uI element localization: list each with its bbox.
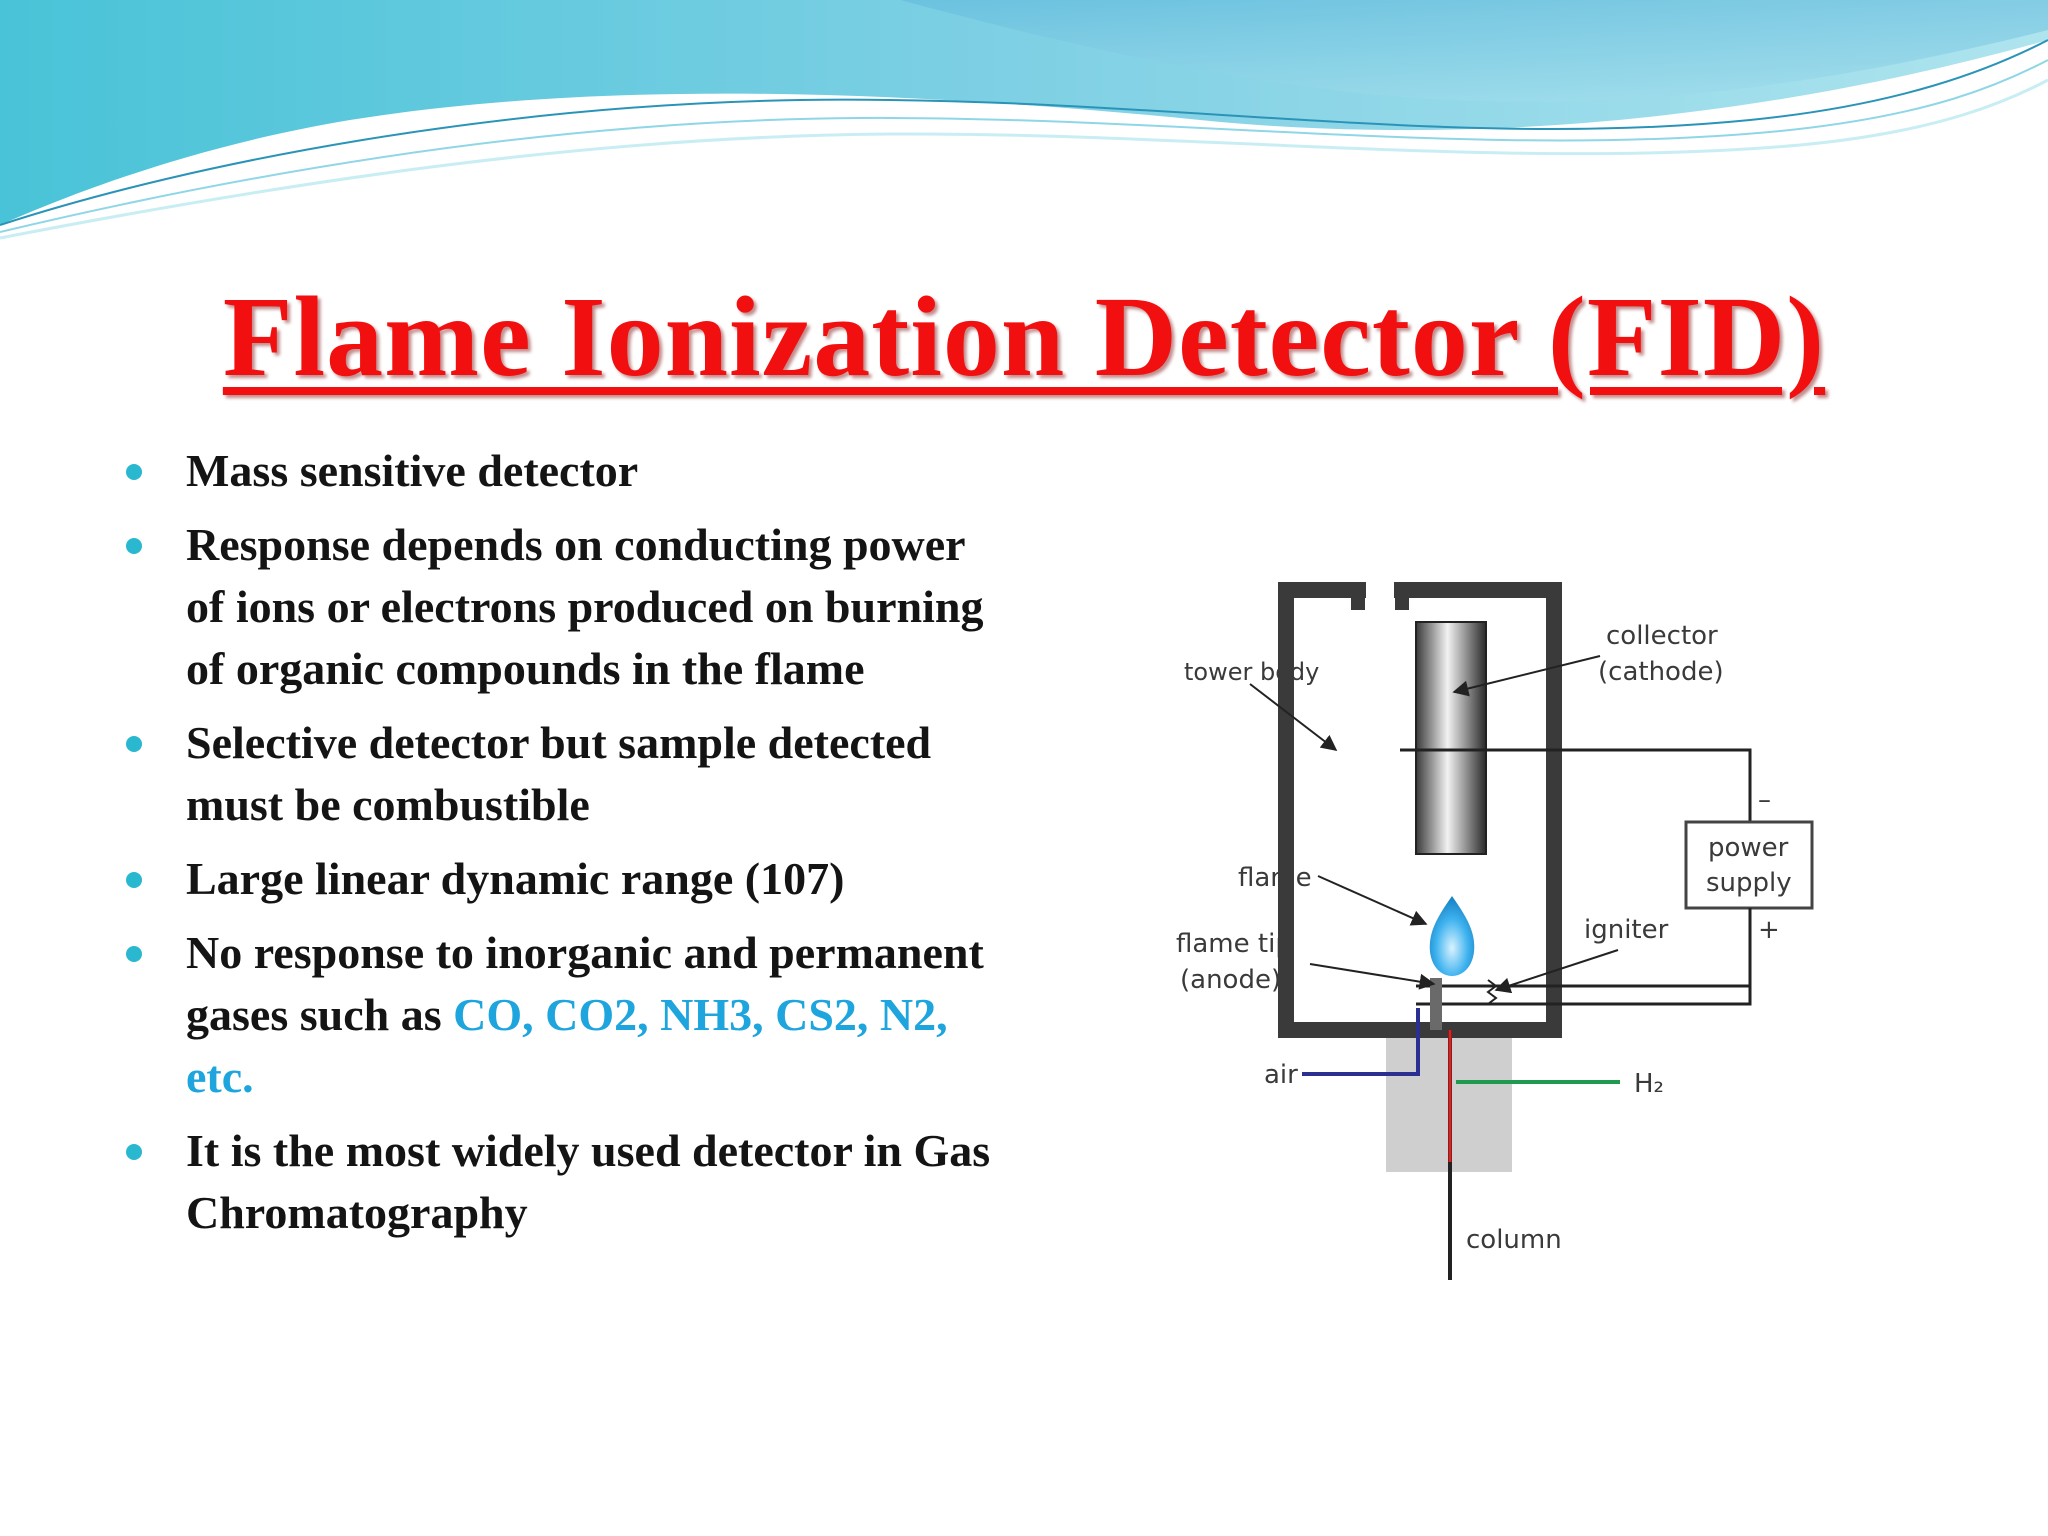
label-cathode: (cathode) bbox=[1598, 657, 1724, 687]
label-column: column bbox=[1466, 1225, 1562, 1255]
bullet-dot-icon bbox=[126, 946, 142, 962]
bullet-text: No response to inorganic and permanent g… bbox=[186, 927, 984, 1040]
label-power: power bbox=[1708, 833, 1789, 863]
label-igniter: igniter bbox=[1584, 915, 1669, 945]
label-flame-tip: flame tip bbox=[1176, 929, 1292, 959]
bullet-text: It is the most widely used detector in G… bbox=[186, 1125, 991, 1238]
power-supply-box bbox=[1684, 820, 1814, 910]
label-h2: H₂ bbox=[1634, 1069, 1664, 1099]
bullet-text: Response depends on conducting power of … bbox=[186, 519, 984, 694]
bullet-text: Large linear dynamic range (107) bbox=[186, 853, 845, 904]
label-plus: + bbox=[1758, 915, 1780, 945]
bullet-dot-icon bbox=[126, 464, 142, 480]
bullet-text: Selective detector but sample detected m… bbox=[186, 717, 932, 830]
bullet-dot-icon bbox=[126, 736, 142, 752]
bullet-list: Mass sensitive detector Response depends… bbox=[120, 440, 1000, 1256]
fid-diagram: tower body collector (cathode) power sup… bbox=[1176, 582, 1814, 1280]
label-collector: collector bbox=[1606, 621, 1718, 651]
label-flame: flame bbox=[1238, 863, 1312, 893]
header-wave-decoration bbox=[0, 0, 2048, 240]
bullet-item: Large linear dynamic range (107) bbox=[120, 848, 1000, 910]
bullet-item: Selective detector but sample detected m… bbox=[120, 712, 1000, 836]
bullet-item: Response depends on conducting power of … bbox=[120, 514, 1000, 700]
label-air: air bbox=[1264, 1060, 1298, 1090]
bullet-dot-icon bbox=[126, 872, 142, 888]
slide-title: Flame Ionization Detector (FID) bbox=[222, 273, 1826, 400]
bullet-dot-icon bbox=[126, 1144, 142, 1160]
bullet-highlight-gases: CO, CO2, NH3, CS2, N2, etc. bbox=[186, 989, 948, 1102]
label-anode: (anode) bbox=[1180, 965, 1281, 995]
air-line bbox=[1302, 1008, 1420, 1076]
collector-electrode bbox=[1415, 621, 1487, 855]
label-supply: supply bbox=[1706, 868, 1792, 898]
bullet-dot-icon bbox=[126, 538, 142, 554]
bullet-item: It is the most widely used detector in G… bbox=[120, 1120, 1000, 1244]
bullet-item: Mass sensitive detector bbox=[120, 440, 1000, 502]
igniter-coil bbox=[1486, 979, 1498, 1005]
bullet-text: Mass sensitive detector bbox=[186, 445, 639, 496]
flame-tip-anode bbox=[1430, 978, 1442, 1030]
flame-icon bbox=[1429, 896, 1475, 976]
label-minus: – bbox=[1758, 785, 1771, 815]
label-tower-body: tower body bbox=[1184, 658, 1319, 686]
bullet-item: No response to inorganic and permanent g… bbox=[120, 922, 1000, 1108]
